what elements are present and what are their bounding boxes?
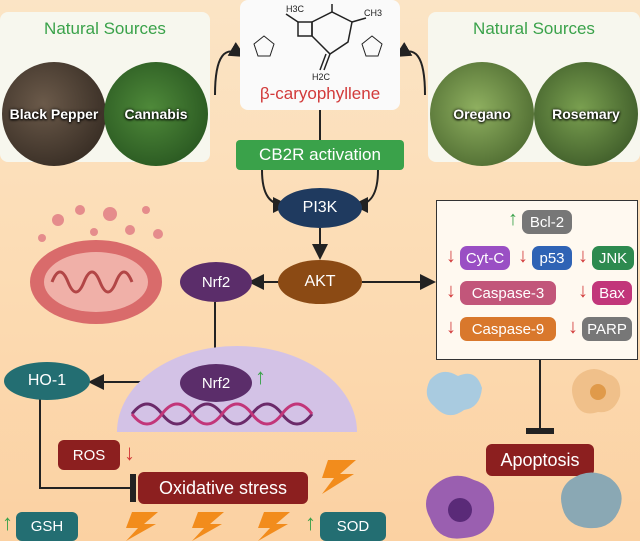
mitochondrion-icon: [30, 205, 163, 324]
nrf2-nucleus-label: Nrf2: [201, 374, 231, 392]
jnk-down-arrow-icon: ↓: [578, 245, 588, 267]
parp-down-arrow-icon: ↓: [568, 316, 578, 338]
ros-node: ROS: [58, 440, 120, 470]
apoptosis-label: Apoptosis: [500, 449, 580, 470]
jnk-label: JNK: [598, 249, 628, 267]
nrf2-cytoplasm-label: Nrf2: [201, 273, 231, 291]
nrf2-nucleus-node: Nrf2: [180, 364, 252, 402]
ros-label: ROS: [72, 446, 106, 464]
gsh-up-arrow-icon: ↑: [2, 510, 13, 535]
caspase9-marker: Caspase-9: [460, 317, 556, 341]
compound-name: β-caryophyllene: [259, 84, 381, 103]
bax-down-arrow-icon: ↓: [578, 280, 588, 302]
svg-text:H3C: H3C: [286, 4, 305, 14]
black-pepper-image: Black Pepper: [2, 62, 106, 166]
oregano-label: Oregano: [453, 106, 511, 122]
p53-marker: p53: [532, 246, 572, 270]
cb2r-activation-node: CB2R activation: [236, 140, 404, 170]
bcl2-marker: Bcl-2: [522, 210, 572, 234]
pi3k-node: PI3K: [278, 188, 362, 228]
nrf2-cytoplasm-node: Nrf2: [180, 262, 252, 302]
caspase9-label: Caspase-9: [471, 320, 545, 338]
ho1-node: HO-1: [4, 362, 90, 400]
cytc-label: Cyt-C: [465, 249, 505, 267]
caspase3-label: Caspase-3: [471, 284, 545, 302]
akt-label: AKT: [304, 273, 336, 290]
rosemary-label: Rosemary: [552, 106, 620, 122]
black-pepper-label: Black Pepper: [9, 106, 99, 122]
caspase3-down-arrow-icon: ↓: [446, 280, 456, 302]
p53-down-arrow-icon: ↓: [518, 245, 528, 267]
caspase3-marker: Caspase-3: [460, 281, 556, 305]
apoptosis-node: Apoptosis: [486, 444, 594, 476]
compound-structure-box: H3C CH3 H2C β-caryophyllene: [240, 0, 400, 110]
cells-illustration-icon: [426, 369, 622, 539]
pi3k-label: PI3K: [302, 199, 338, 216]
svg-text:CH3: CH3: [364, 8, 382, 18]
bcl2-up-arrow-icon: ↑: [508, 208, 518, 230]
oxidative-stress-label: Oxidative stress: [158, 477, 288, 498]
parp-marker: PARP: [582, 317, 632, 341]
akt-node: AKT: [278, 260, 362, 304]
gsh-node: GSH: [16, 512, 78, 541]
gsh-label: GSH: [30, 518, 64, 535]
ho1-label: HO-1: [27, 372, 67, 389]
parp-label: PARP: [587, 320, 627, 338]
natural-sources-left-title: Natural Sources: [44, 19, 166, 38]
sod-label: SOD: [336, 518, 370, 535]
sod-up-arrow-icon: ↑: [305, 510, 316, 535]
bcl2-label: Bcl-2: [529, 213, 565, 231]
cannabis-label: Cannabis: [124, 106, 188, 122]
ros-down-arrow-icon: ↓: [124, 440, 135, 465]
bax-marker: Bax: [592, 281, 632, 305]
jnk-marker: JNK: [592, 246, 634, 270]
sod-node: SOD: [320, 512, 386, 541]
caspase9-down-arrow-icon: ↓: [446, 316, 456, 338]
oregano-image: Oregano: [430, 62, 534, 166]
p53-label: p53: [539, 249, 565, 267]
cytc-marker: Cyt-C: [460, 246, 510, 270]
bax-label: Bax: [599, 284, 625, 302]
oxidative-stress-node: Oxidative stress: [138, 472, 308, 504]
lightning-bolts-icon: [126, 460, 356, 541]
svg-text:H2C: H2C: [312, 72, 331, 82]
nrf2-up-arrow-icon: ↑: [255, 364, 266, 389]
cannabis-image: Cannabis: [104, 62, 208, 166]
natural-sources-right-title: Natural Sources: [473, 19, 595, 38]
molecule-structure-icon: H3C CH3 H2C: [253, 4, 383, 82]
rosemary-image: Rosemary: [534, 62, 638, 166]
cytc-down-arrow-icon: ↓: [446, 245, 456, 267]
cb2r-activation-label: CB2R activation: [259, 145, 381, 164]
